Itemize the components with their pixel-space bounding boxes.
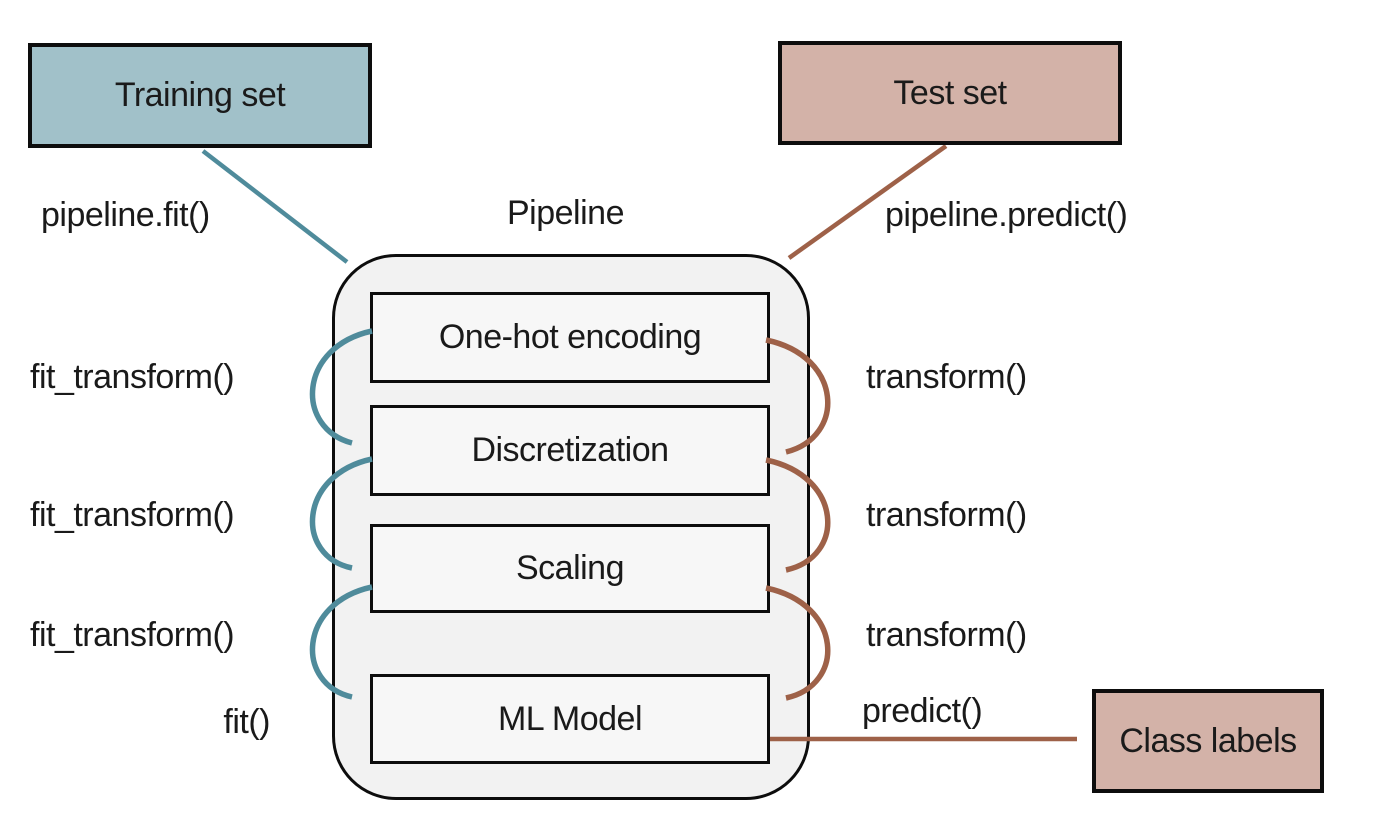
class-labels-label: Class labels (1119, 721, 1297, 760)
pipeline-title: Pipeline (507, 194, 624, 232)
stage-label: One-hot encoding (438, 318, 702, 356)
training-to-pipeline-arrow (201, 149, 349, 264)
test-set-label: Test set (893, 73, 1007, 112)
training-set-label: Training set (114, 76, 286, 114)
training-set-node: Training set (28, 43, 372, 148)
stage-label: Discretization (471, 431, 669, 469)
fit-transform-label-1: fit_transform() (30, 358, 235, 396)
class-labels-node: Class labels (1092, 689, 1324, 793)
transform-label-2: transform() (866, 496, 1027, 534)
pipeline-predict-label: pipeline.predict() (885, 196, 1128, 234)
stage-one-hot-encoding: One-hot encoding (370, 292, 770, 383)
fit-transform-label-2: fit_transform() (30, 496, 235, 534)
test-set-node: Test set (778, 41, 1122, 145)
fit-transform-label-3: fit_transform() (30, 616, 235, 654)
stage-label: ML Model (497, 699, 643, 738)
stage-ml-model: ML Model (370, 674, 770, 764)
fit-label: fit() (223, 703, 270, 741)
pipeline-fit-label: pipeline.fit() (41, 196, 210, 234)
predict-label: predict() (862, 692, 983, 730)
transform-label-3: transform() (866, 616, 1027, 654)
pipeline-container: One-hot encoding Discretization Scaling … (332, 254, 810, 800)
stage-label: Scaling (515, 549, 625, 587)
stage-scaling: Scaling (370, 524, 770, 613)
stage-discretization: Discretization (370, 405, 770, 496)
transform-label-1: transform() (866, 358, 1027, 396)
